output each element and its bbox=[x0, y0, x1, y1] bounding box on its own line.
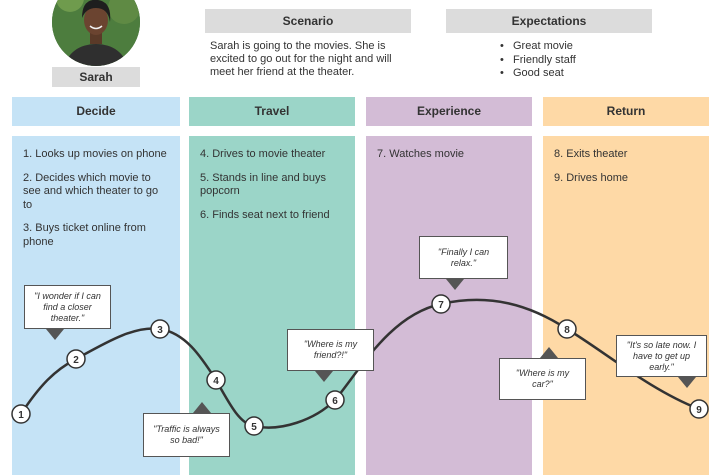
emotion-curve bbox=[19, 298, 700, 429]
quote-bubble-late: "It's so late now. I have to get up earl… bbox=[616, 335, 707, 377]
quote-bubble-relax: "Finally I can relax." bbox=[419, 236, 508, 279]
journey-point-4: 4 bbox=[206, 370, 226, 390]
expectation-item: Great movie bbox=[500, 40, 576, 54]
quote-bubble-friend: "Where is my friend?!" bbox=[287, 329, 374, 371]
step-6: 6. Finds seat next to friend bbox=[200, 208, 330, 221]
journey-point-7: 7 bbox=[431, 294, 451, 314]
step-7: 7. Watches movie bbox=[377, 148, 465, 160]
quote-tail bbox=[315, 371, 333, 382]
expectations-header: Expectations bbox=[446, 9, 652, 33]
quote-bubble-car: "Where is my car?" bbox=[499, 358, 586, 400]
quote-tail bbox=[540, 347, 558, 358]
quote-tail bbox=[446, 279, 464, 290]
step-3: 3. Buys ticket online from phone bbox=[23, 222, 146, 248]
quote-tail bbox=[46, 329, 64, 340]
step-5: 5. Stands in line and buys popcorn bbox=[200, 171, 326, 198]
svg-text:5: 5 bbox=[251, 422, 257, 433]
step-8: 8. Exits theater bbox=[554, 148, 628, 160]
journey-point-9: 9 bbox=[689, 399, 709, 419]
journey-point-5: 5 bbox=[244, 416, 264, 436]
quote-bubble-traffic: "Traffic is always so bad!" bbox=[143, 413, 230, 457]
persona-avatar bbox=[52, 0, 140, 66]
scenario-header: Scenario bbox=[205, 9, 411, 33]
svg-text:1: 1 bbox=[18, 410, 24, 421]
journey-point-1: 1 bbox=[11, 404, 31, 424]
journey-point-8: 8 bbox=[557, 319, 577, 339]
persona-name: Sarah bbox=[52, 67, 140, 87]
scenario-text: Sarah is going to the movies. She is exc… bbox=[210, 40, 392, 78]
journey-point-6: 6 bbox=[325, 390, 345, 410]
stage-header-decide: Decide bbox=[12, 97, 180, 126]
svg-text:2: 2 bbox=[73, 355, 79, 366]
quote-tail bbox=[193, 402, 211, 413]
avatar-photo bbox=[52, 0, 140, 66]
expectations-list: Great movie Friendly staff Good seat bbox=[500, 40, 576, 81]
step-4: 4. Drives to movie theater bbox=[200, 148, 326, 160]
step-9: 9. Drives home bbox=[554, 171, 628, 184]
svg-text:8: 8 bbox=[564, 325, 570, 336]
stage-column-return: 8. Exits theater 9. Drives home bbox=[543, 136, 709, 475]
svg-text:6: 6 bbox=[332, 396, 338, 407]
journey-point-3: 3 bbox=[150, 319, 170, 339]
svg-text:7: 7 bbox=[438, 300, 444, 311]
svg-text:3: 3 bbox=[157, 325, 163, 336]
stage-header-travel: Travel bbox=[189, 97, 355, 126]
step-1: 1. Looks up movies on phone bbox=[23, 148, 167, 160]
quote-tail bbox=[678, 377, 696, 388]
expectation-item: Friendly staff bbox=[500, 54, 576, 68]
step-2: 2. Decides which movie to see and which … bbox=[23, 171, 159, 211]
svg-text:9: 9 bbox=[696, 405, 702, 416]
journey-point-2: 2 bbox=[66, 349, 86, 369]
stage-header-return: Return bbox=[543, 97, 709, 126]
svg-text:4: 4 bbox=[213, 376, 219, 387]
expectation-item: Good seat bbox=[500, 67, 576, 81]
stage-header-experience: Experience bbox=[366, 97, 532, 126]
quote-bubble-closer-theater: "I wonder if I can find a closer theater… bbox=[24, 285, 111, 329]
